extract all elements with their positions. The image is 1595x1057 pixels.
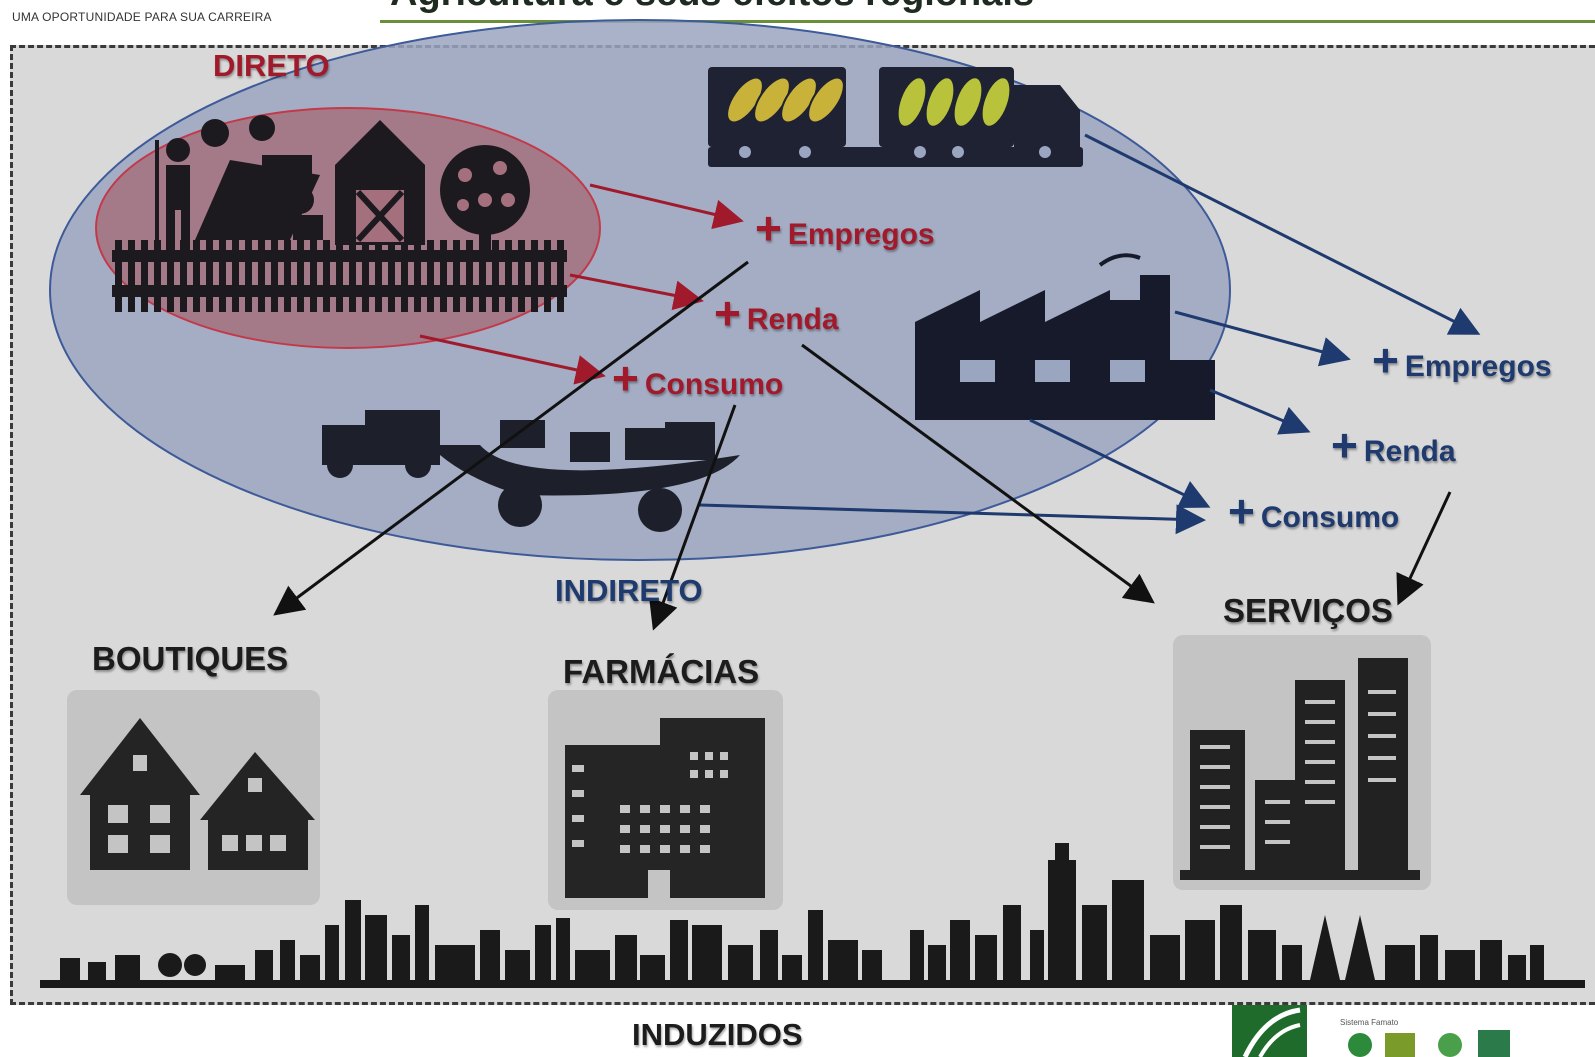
arrow-income-services-2 [1396,491,1452,606]
services-label: SERVIÇOS [1223,592,1393,629]
direct-consumption-label: +Consumo [612,352,784,404]
plus-icon: + [612,352,639,404]
plus-icon: + [714,287,741,339]
direct-jobs-label: +Empregos [755,202,935,254]
indirect-consumption-label: +Consumo [1228,485,1400,537]
arrow-farm-consumption [419,334,606,385]
logo-caption: Sistema Famato [1340,1018,1399,1027]
indirect-zone-label: INDIRETO [555,573,703,608]
pharmacy-building-icon [565,718,765,898]
fence-pickets [115,240,564,312]
indirect-jobs-text: Empregos [1404,350,1552,383]
arrow-machinery-consumption [699,503,1206,535]
arrow-factory-jobs [1174,310,1351,367]
office-towers-icon [1180,658,1420,880]
boutiques-label: BOUTIQUES [92,640,289,677]
direct-jobs-text: Empregos [787,218,935,251]
brand-tagline: UMA OPORTUNIDADE PARA SUA CARREIRA [12,10,272,24]
arrow-consumption-pharmacies [649,404,737,631]
plus-icon: + [755,202,782,254]
direct-income-label: +Renda [714,287,839,339]
indirect-jobs-label: +Empregos [1372,334,1552,386]
direct-consumption-text: Consumo [644,368,784,401]
arrow-farm-income [569,273,704,311]
factory-icon [915,253,1215,420]
induced-zone-label: INDUZIDOS [632,1017,803,1052]
machinery-transport-icon [322,410,740,532]
arrow-factory-income [1209,388,1311,435]
indirect-income-label: +Renda [1331,419,1456,471]
direct-income-text: Renda [746,303,839,336]
indirect-income-text: Renda [1363,435,1456,468]
arrow-income-services [801,343,1155,604]
city-skyline-silhouette [40,843,1585,988]
indirect-consumption-text: Consumo [1260,501,1400,534]
arrow-farm-jobs [589,183,744,230]
cargo-truck-icon [708,67,1083,167]
pharmacies-label: FARMÁCIAS [563,653,760,690]
arrow-factory-consumption [1029,418,1211,509]
plus-icon: + [1331,419,1358,471]
direct-zone-label: DIRETO [213,48,330,83]
arrow-jobs-boutiques [273,260,749,616]
houses-icon [80,718,315,870]
famato-logo [1232,1005,1510,1057]
corn-cargo [726,76,1012,128]
plus-icon: + [1372,334,1399,386]
plus-icon: + [1228,485,1255,537]
page-title: Agricultura e seus efeitos regionais [390,0,1034,15]
farm-icon [112,115,567,312]
arrow-truck-jobs [1084,133,1481,335]
title-underline [380,20,1595,23]
